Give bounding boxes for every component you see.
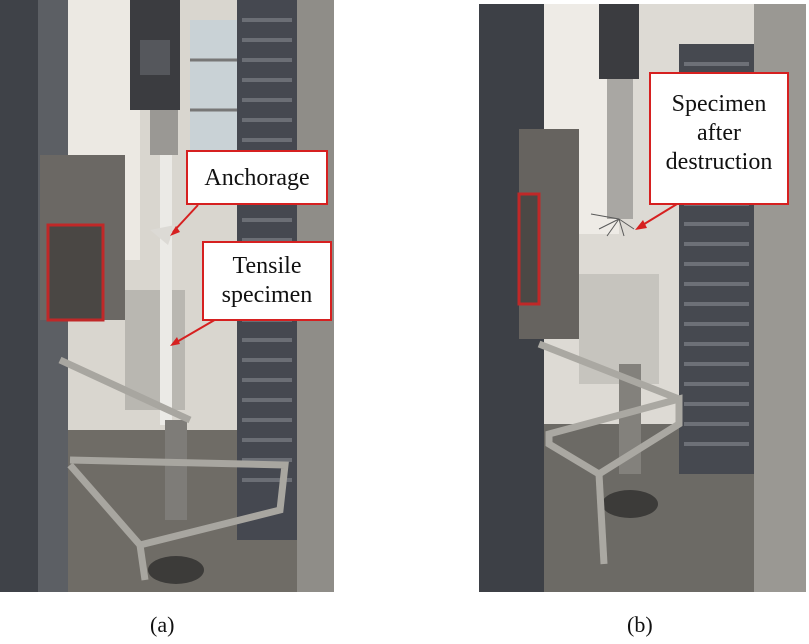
destruction-label-line3: destruction [665,149,773,175]
anchorage-label: Anchorage [204,165,310,191]
tensile-label-line1: Tensile [232,253,302,279]
photo-panel-a: Anchorage Tensile specimen [0,0,334,592]
tensile-test-photo-a [0,0,334,592]
anchorage-callout: Anchorage [186,150,328,205]
photo-panel-b: Specimen after destruction [479,4,806,592]
destruction-callout: Specimen after destruction [649,72,789,205]
destruction-label-line2: after [697,120,741,146]
tensile-label-line2: specimen [221,282,313,308]
destruction-label-line1: Specimen [671,91,767,117]
caption-b: (b) [627,612,653,637]
tensile-specimen-callout: Tensile specimen [202,241,332,321]
caption-a: (a) [150,612,175,637]
